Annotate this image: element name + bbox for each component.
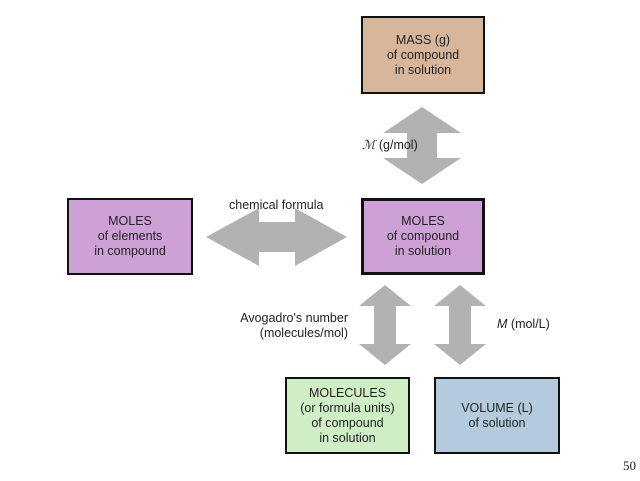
mass-box: MASS (g) of compound in solution [361, 16, 485, 94]
arrow-formula [206, 208, 347, 266]
molarity-unit: (mol/L) [510, 317, 550, 331]
molar-mass-label: ℳ (g/mol) [362, 137, 418, 153]
chemical-formula-label: chemical formula [229, 198, 324, 212]
avogadro-label-line-1: Avogadro's number [240, 311, 348, 325]
molecules-box: MOLECULES (or formula units) of compound… [285, 377, 410, 454]
arrow-molarity [434, 285, 486, 365]
molecules-line-3: of compound [311, 415, 384, 430]
molarity-label: M (mol/L) [497, 317, 550, 332]
volume-line-2: of solution [468, 415, 526, 430]
mass-line-3: in solution [394, 62, 452, 77]
mass-line-2: of compound [386, 47, 460, 62]
molarity-symbol: M [497, 317, 508, 331]
molecules-line-4: in solution [319, 430, 376, 445]
moles-elements-line-2: of elements [97, 229, 163, 243]
mass-line-1: MASS (g) [395, 32, 451, 47]
moles-compound-line-1: MOLES [401, 214, 445, 228]
volume-line-1: VOLUME (L) [461, 400, 533, 415]
moles-compound-line-2: of compound [386, 229, 460, 243]
avogadro-label-line-2: (molecules/mol) [259, 326, 348, 340]
arrow-mass-moles [383, 107, 461, 184]
moles-elements-box: MOLES of elements in compound [67, 198, 193, 275]
moles-compound-box: MOLES of compound in solution [361, 198, 485, 275]
moles-elements-line-1: MOLES [108, 214, 152, 228]
page-number: 50 [623, 458, 636, 473]
arrow-avogadro [359, 285, 411, 365]
moles-compound-line-3: in solution [394, 244, 452, 258]
molecules-line-2: (or formula units) [300, 400, 395, 415]
moles-elements-line-3: in compound [94, 244, 166, 258]
molar-mass-symbol: ℳ [362, 137, 376, 152]
molar-mass-unit: (g/mol) [378, 138, 418, 152]
molecules-line-1: MOLECULES [308, 385, 387, 400]
volume-box: VOLUME (L) of solution [434, 377, 560, 454]
